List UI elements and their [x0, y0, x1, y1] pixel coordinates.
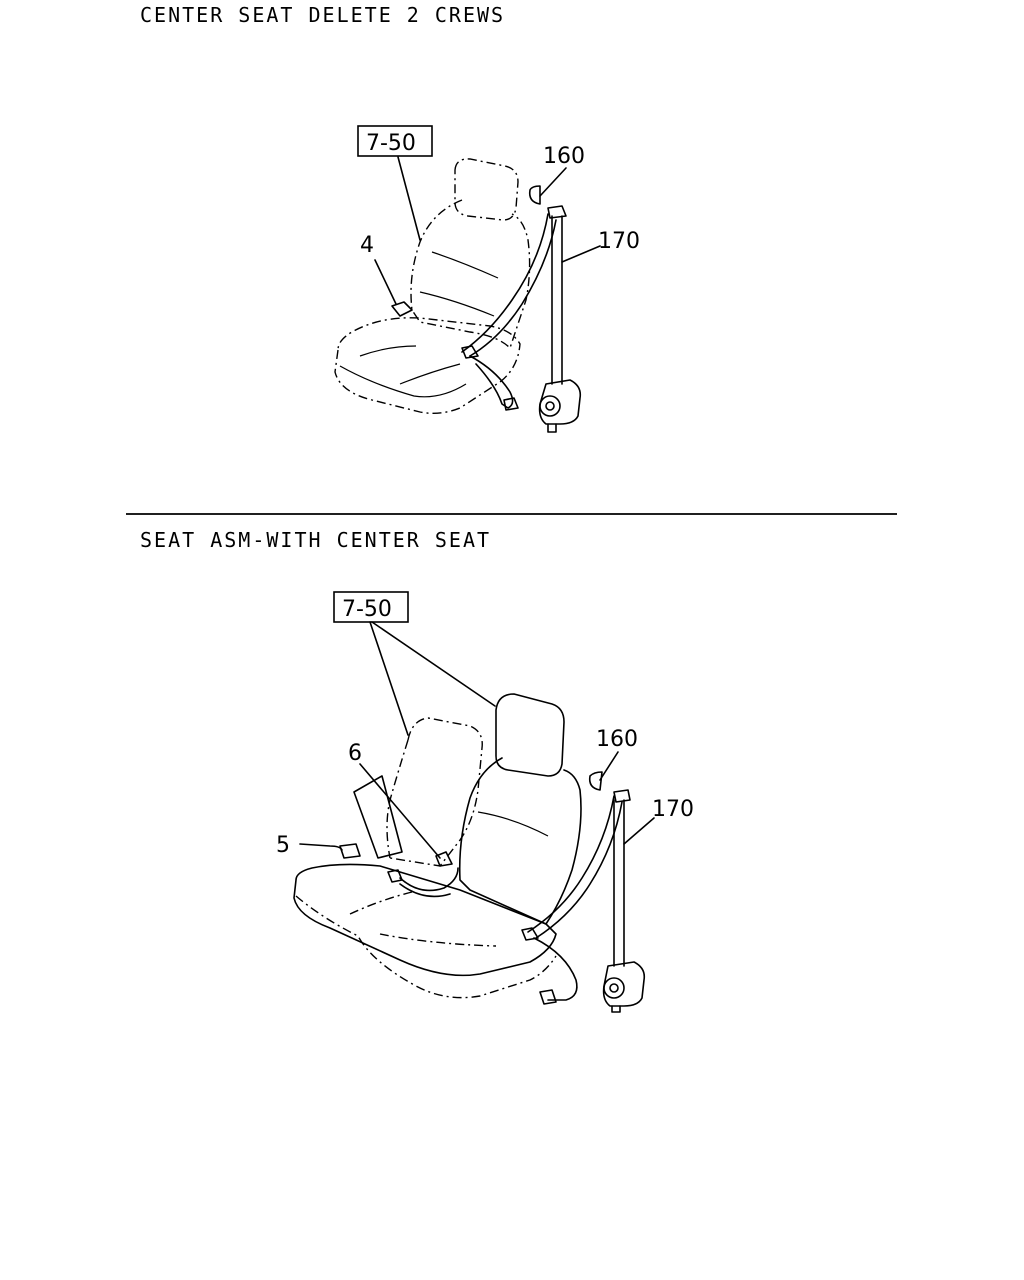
callout-160-top: 160: [543, 144, 585, 169]
bench-cushion: [293, 863, 557, 977]
headrest-bottom: [495, 693, 565, 777]
retractor-bracket-bottom: [611, 1005, 621, 1013]
seat-back-bottom: [458, 757, 582, 925]
belt-shoulder-top: [461, 213, 549, 353]
ref-box-top-label: 7-50: [366, 131, 416, 156]
callout-170-bottom: 170: [652, 797, 694, 822]
leader-170-top: [561, 245, 601, 263]
seat-back-top: [410, 199, 531, 350]
leader-6: [359, 763, 441, 859]
callout-170-top: 170: [598, 229, 640, 254]
belt-lap-bottom: [533, 937, 578, 1001]
leader-ref-bottom-2: [371, 621, 496, 707]
seat-back-seam-bottom: [477, 811, 549, 837]
d-ring-bottom: [613, 789, 631, 803]
callout-4: 4: [360, 233, 374, 258]
retractor-hub-bottom: [609, 983, 619, 993]
anchor-bottom: [539, 989, 557, 1005]
seat-cushion-top: [334, 317, 521, 415]
seat-back-seam2-top: [419, 291, 495, 317]
retractor-spool-bottom: [603, 977, 625, 999]
leader-4-top: [374, 259, 397, 305]
leader-ref-top: [397, 156, 421, 241]
ref-box-bottom: [333, 591, 409, 623]
buckle-4-top: [391, 301, 413, 317]
plate-6: [353, 775, 403, 859]
leader-5: [299, 843, 343, 851]
leader-160-bottom: [599, 751, 619, 781]
leader-170-bottom: [623, 817, 655, 845]
headrest-top: [454, 158, 519, 221]
retractor-bottom: [602, 961, 646, 1007]
retractor-spool-top: [539, 395, 561, 417]
seat-back-seam-top: [431, 251, 499, 279]
cover-160-top: [528, 185, 541, 205]
belt-shoulder-bottom: [527, 795, 615, 933]
belt-shoulder2-top: [469, 219, 557, 357]
retractor-top: [538, 379, 582, 425]
anchor-top: [503, 397, 519, 411]
belt-shoulder2-bottom: [535, 801, 623, 939]
lap-belt-center-2: [399, 883, 451, 898]
retractor-hub-top: [545, 401, 555, 411]
callout-5: 5: [276, 833, 290, 858]
belt-lap-top: [469, 355, 514, 409]
bench-cushion-seam: [349, 891, 497, 947]
retractor-bracket-top: [547, 423, 557, 433]
tongue-bottom: [521, 927, 539, 941]
callout-160-bottom: 160: [596, 727, 638, 752]
center-seat-back: [389, 717, 483, 867]
cover-160-bottom: [588, 771, 603, 791]
section-title-center-seat-delete: CENTER SEAT DELETE 2 CREWS: [140, 3, 506, 27]
bottom-diagram: 7-50 6 5 1: [276, 591, 694, 1013]
top-diagram: 7-50 4 160 170: [334, 125, 640, 433]
leader-160-top: [539, 167, 567, 197]
seat-cushion-front-top: [339, 365, 467, 398]
ref-box-bottom-label: 7-50: [342, 597, 392, 622]
seat-cushion-seam-top: [359, 345, 461, 385]
callout-6: 6: [348, 741, 362, 766]
lap-belt-center: [399, 867, 459, 892]
buckle-6: [435, 851, 453, 867]
buckle-5: [339, 843, 361, 859]
tongue-top: [461, 345, 479, 359]
d-ring-top: [547, 205, 567, 219]
ref-box-top: [357, 125, 433, 157]
section-title-seat-asm-with-center-seat: SEAT ASM-WITH CENTER SEAT: [140, 528, 492, 552]
leader-ref-bottom-1: [369, 621, 409, 736]
